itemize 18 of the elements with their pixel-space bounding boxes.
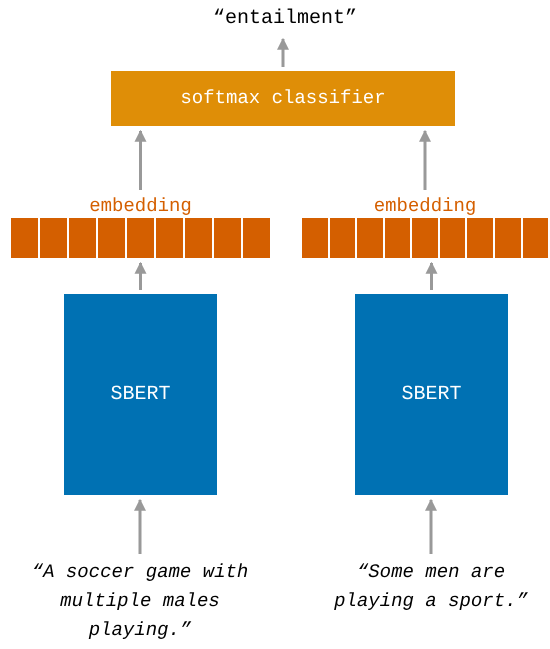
arrow — [277, 38, 289, 67]
arrow — [419, 130, 431, 190]
box-label: softmax classifier — [180, 86, 386, 112]
arrow — [134, 498, 146, 554]
embedding-label: embedding — [374, 194, 476, 218]
model-box — [64, 294, 217, 495]
arrow — [426, 262, 438, 290]
output-label: “entailment” — [212, 6, 358, 32]
arrow — [134, 262, 146, 290]
classifier-box — [111, 71, 455, 126]
embedding-label: embedding — [89, 194, 192, 218]
arrow — [134, 130, 146, 190]
box-label: SBERT — [110, 382, 170, 408]
box-label: SBERT — [401, 382, 462, 408]
model-box — [355, 294, 508, 495]
arrow — [425, 498, 437, 554]
input-sentence: “A soccer game with multiple males playing.” — [30, 560, 250, 643]
input-sentence: “Some men are playing a sport.” — [333, 560, 529, 614]
